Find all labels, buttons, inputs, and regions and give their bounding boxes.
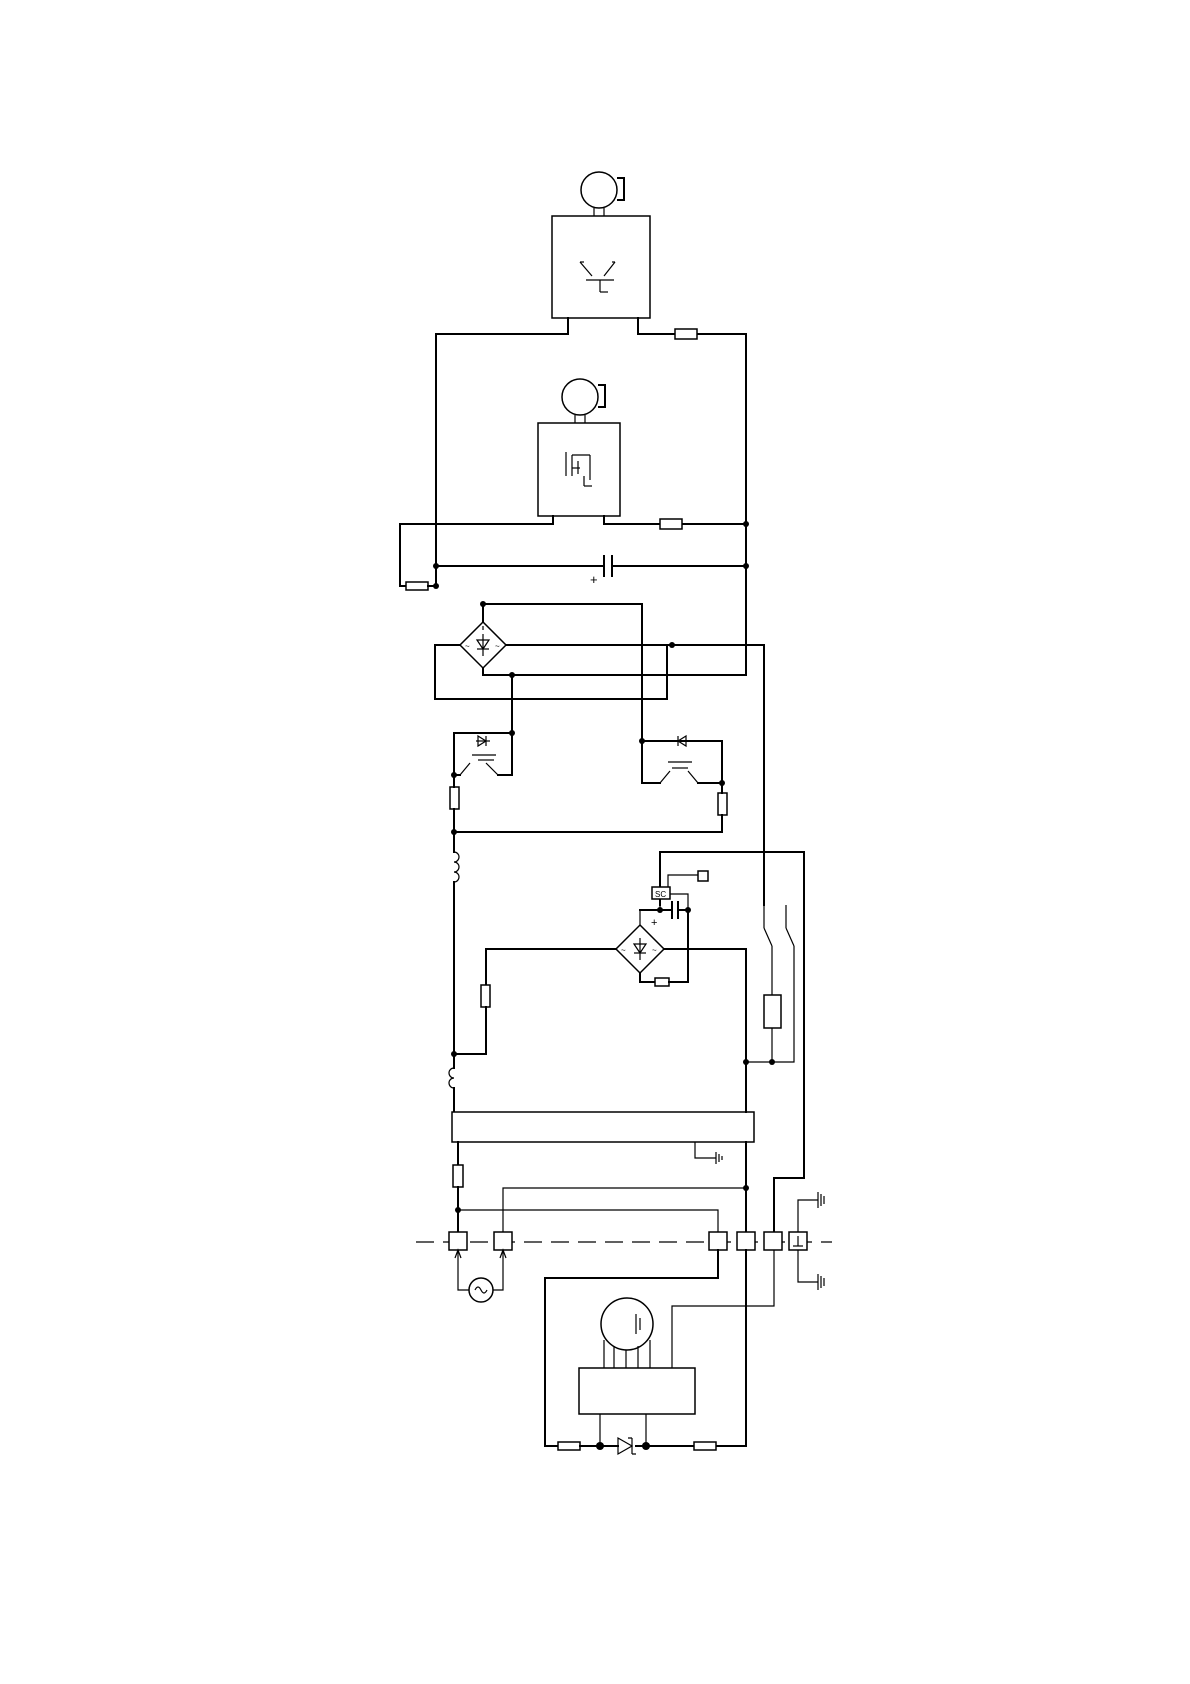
bridge-rectifier-1: ~ ~ — [460, 622, 506, 668]
middle-resistor — [660, 519, 682, 529]
terminal-1 — [449, 1232, 467, 1250]
ic-label: SC — [655, 890, 666, 899]
bottom-motor — [601, 1298, 653, 1368]
terminal-3 — [709, 1232, 727, 1250]
lower-left-resistor — [453, 1165, 463, 1187]
top-motor — [581, 172, 624, 216]
ac-source-icon — [455, 1250, 506, 1302]
middle-module-leads — [400, 516, 746, 586]
svg-text:~: ~ — [495, 642, 500, 651]
double-switch — [764, 645, 794, 960]
bottom-left-fuse — [558, 1442, 580, 1450]
switch-resistor — [764, 995, 781, 1028]
svg-text:~: ~ — [652, 946, 657, 955]
top-resistor — [675, 329, 697, 339]
zener-diode-icon — [612, 1438, 694, 1454]
controller-strip — [452, 1112, 754, 1142]
svg-text:~: ~ — [621, 946, 626, 955]
terminal-4 — [737, 1232, 755, 1250]
right-transistor — [642, 736, 722, 783]
svg-text:~: ~ — [465, 642, 470, 651]
right-transistor-resistor — [718, 793, 727, 815]
bridge-rectifier-2: ~ ~ — [616, 925, 664, 973]
photo-module-box — [552, 216, 650, 318]
upper-ground-icon — [798, 1192, 824, 1232]
lower-ground-icon — [798, 1250, 824, 1290]
terminal-2 — [494, 1232, 512, 1250]
controller-ground-icon — [695, 1142, 722, 1164]
middle-motor — [562, 379, 605, 423]
ic-output-pad — [698, 871, 708, 881]
upper-inductor — [454, 832, 459, 1054]
mosfet-module-box — [538, 423, 620, 516]
left-fuse — [406, 582, 428, 590]
bridge2-left-resistor — [481, 985, 490, 1007]
lower-inductor — [449, 1054, 454, 1112]
left-transistor-resistor — [450, 787, 459, 809]
small-capacitor-plus-label: + — [651, 917, 657, 929]
bridge2-resistor — [655, 978, 669, 986]
left-transistor — [454, 733, 512, 775]
terminal-5 — [764, 1232, 782, 1250]
bottom-motor-controller — [579, 1368, 695, 1414]
main-capacitor: + — [436, 556, 746, 587]
terminal-strip — [449, 1232, 807, 1250]
capacitor-plus-label: + — [590, 572, 598, 587]
bottom-right-fuse — [694, 1442, 716, 1450]
